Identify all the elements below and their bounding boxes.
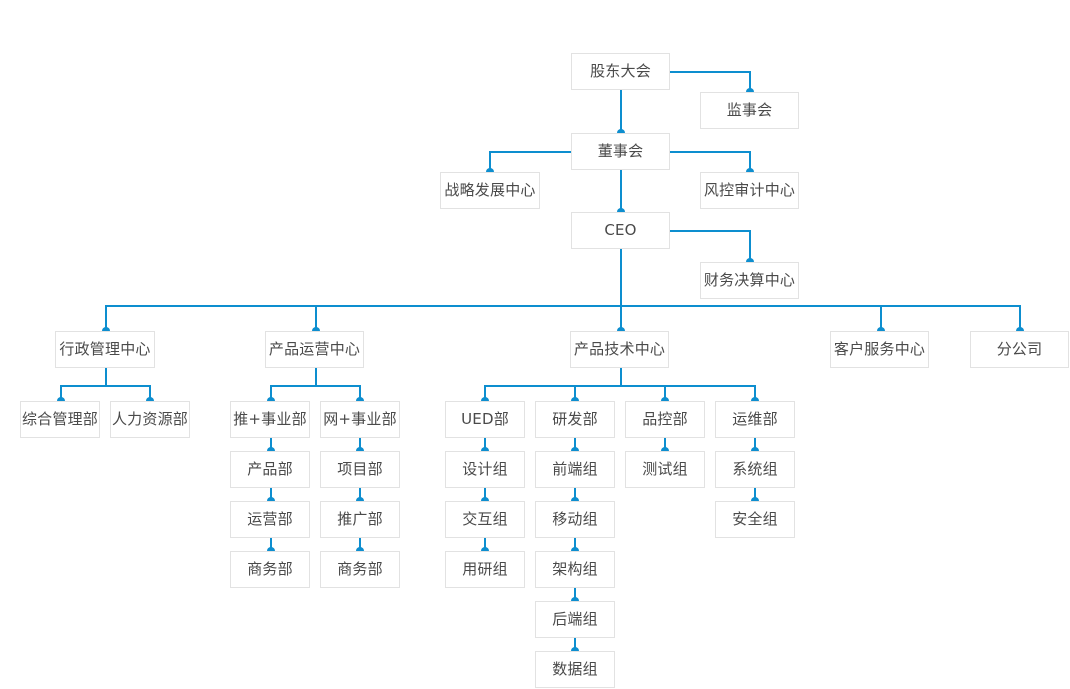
connector-line bbox=[880, 305, 882, 331]
org-node-design-group[interactable]: 设计组 bbox=[445, 451, 525, 488]
connector-line bbox=[60, 385, 62, 401]
connector-line bbox=[620, 90, 622, 133]
connector-line bbox=[574, 588, 576, 601]
connector-line bbox=[489, 151, 571, 153]
connector-line bbox=[620, 305, 622, 331]
connector-line bbox=[620, 249, 622, 305]
org-node-backend-group[interactable]: 后端组 bbox=[535, 601, 615, 638]
org-node-finance-center[interactable]: 财务决算中心 bbox=[700, 262, 799, 299]
org-node-architecture-group[interactable]: 架构组 bbox=[535, 551, 615, 588]
connector-line bbox=[315, 368, 317, 385]
connector-line bbox=[489, 151, 491, 172]
org-node-mobile-group[interactable]: 移动组 bbox=[535, 501, 615, 538]
connector-line bbox=[359, 538, 361, 551]
org-node-project-dept[interactable]: 项目部 bbox=[320, 451, 400, 488]
connector-line bbox=[1019, 305, 1021, 331]
org-node-general-admin-dept[interactable]: 综合管理部 bbox=[20, 401, 100, 438]
connector-line bbox=[754, 488, 756, 501]
connector-line bbox=[149, 385, 151, 401]
org-node-board-of-directors[interactable]: 董事会 bbox=[571, 133, 670, 170]
connector-line bbox=[574, 638, 576, 651]
org-node-business-dept-b[interactable]: 商务部 bbox=[320, 551, 400, 588]
org-node-frontend-group[interactable]: 前端组 bbox=[535, 451, 615, 488]
org-node-interaction-group[interactable]: 交互组 bbox=[445, 501, 525, 538]
connector-line bbox=[315, 305, 317, 331]
org-node-customer-service[interactable]: 客户服务中心 bbox=[830, 331, 929, 368]
org-node-product-tech[interactable]: 产品技术中心 bbox=[570, 331, 669, 368]
connector-line bbox=[670, 151, 750, 153]
connector-line bbox=[484, 488, 486, 501]
connector-line bbox=[749, 230, 751, 262]
connector-line bbox=[670, 71, 750, 73]
connector-line bbox=[105, 368, 107, 385]
org-node-promotion-dept[interactable]: 推广部 bbox=[320, 501, 400, 538]
org-node-operation-dept[interactable]: 运营部 bbox=[230, 501, 310, 538]
connector-line bbox=[105, 305, 1020, 307]
connector-line bbox=[270, 438, 272, 451]
org-node-branch-company[interactable]: 分公司 bbox=[970, 331, 1069, 368]
org-node-qc-dept[interactable]: 品控部 bbox=[625, 401, 705, 438]
org-node-hr-dept[interactable]: 人力资源部 bbox=[110, 401, 190, 438]
connector-line bbox=[484, 538, 486, 551]
org-node-strategy-center[interactable]: 战略发展中心 bbox=[440, 172, 540, 209]
org-node-system-group[interactable]: 系统组 bbox=[715, 451, 795, 488]
connector-line bbox=[484, 385, 756, 387]
connector-line bbox=[359, 488, 361, 501]
connector-line bbox=[359, 385, 361, 401]
connector-line bbox=[359, 438, 361, 451]
connector-line bbox=[754, 385, 756, 401]
connector-line bbox=[664, 385, 666, 401]
org-node-user-research-group[interactable]: 用研组 bbox=[445, 551, 525, 588]
connector-line bbox=[620, 170, 622, 212]
connector-line bbox=[270, 385, 361, 387]
connector-line bbox=[574, 538, 576, 551]
connector-line bbox=[749, 151, 751, 172]
connector-line bbox=[60, 385, 151, 387]
connector-line bbox=[620, 368, 622, 385]
connector-line bbox=[270, 385, 272, 401]
org-node-shareholders-meeting[interactable]: 股东大会 bbox=[571, 53, 670, 90]
org-node-rd-dept[interactable]: 研发部 bbox=[535, 401, 615, 438]
connector-line bbox=[484, 385, 486, 401]
org-node-testing-group[interactable]: 测试组 bbox=[625, 451, 705, 488]
org-node-product-ops[interactable]: 产品运营中心 bbox=[265, 331, 364, 368]
connector-line bbox=[105, 305, 107, 331]
connector-line bbox=[749, 71, 751, 92]
org-node-ued-dept[interactable]: UED部 bbox=[445, 401, 525, 438]
connector-line bbox=[574, 385, 576, 401]
org-node-wang-plus-div[interactable]: 网+事业部 bbox=[320, 401, 400, 438]
org-node-product-dept[interactable]: 产品部 bbox=[230, 451, 310, 488]
org-node-risk-audit-center[interactable]: 风控审计中心 bbox=[700, 172, 799, 209]
connector-line bbox=[270, 538, 272, 551]
org-node-ceo[interactable]: CEO bbox=[571, 212, 670, 249]
org-node-security-group[interactable]: 安全组 bbox=[715, 501, 795, 538]
connector-line bbox=[574, 488, 576, 501]
connector-line bbox=[270, 488, 272, 501]
connector-line bbox=[484, 438, 486, 451]
connector-line bbox=[670, 230, 750, 232]
org-node-admin-center[interactable]: 行政管理中心 bbox=[55, 331, 155, 368]
connector-line bbox=[664, 438, 666, 451]
org-node-data-group[interactable]: 数据组 bbox=[535, 651, 615, 688]
org-node-ops-dept[interactable]: 运维部 bbox=[715, 401, 795, 438]
org-node-supervisory-board[interactable]: 监事会 bbox=[700, 92, 799, 129]
org-node-tui-plus-div[interactable]: 推+事业部 bbox=[230, 401, 310, 438]
org-node-business-dept-a[interactable]: 商务部 bbox=[230, 551, 310, 588]
connector-line bbox=[574, 438, 576, 451]
connector-line bbox=[754, 438, 756, 451]
